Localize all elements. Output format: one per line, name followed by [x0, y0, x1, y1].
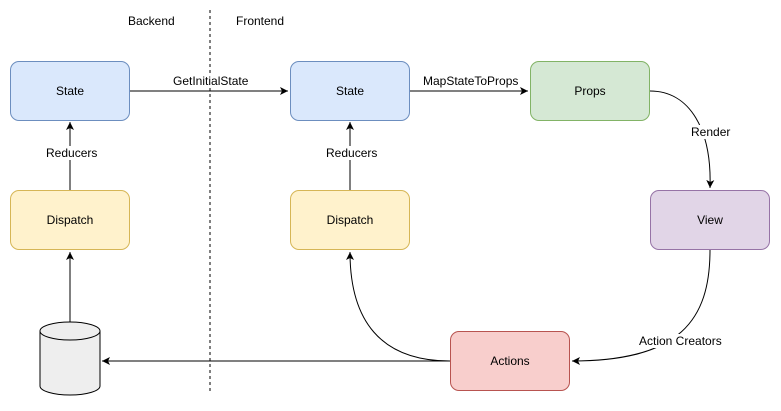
backend-state-node[interactable]: State	[10, 61, 130, 121]
edge-label-backend-reducers: Reducers	[44, 146, 100, 160]
view-node[interactable]: View	[650, 190, 770, 250]
actions-node[interactable]: Actions	[450, 331, 570, 391]
section-header-frontend: Frontend	[236, 14, 285, 28]
edge-label-render: Render	[689, 125, 733, 139]
edge-actions-to-dispatch	[346, 251, 451, 362]
edge-label-action-creators: Action Creators	[637, 334, 724, 348]
frontend-dispatch-node[interactable]: Dispatch	[290, 190, 410, 250]
edge-action-creators	[571, 249, 711, 365]
edge-label-frontend-reducers: Reducers	[324, 146, 380, 160]
edge-render	[649, 90, 715, 189]
section-header-backend: Backend	[128, 14, 175, 28]
frontend-state-node[interactable]: State	[290, 61, 410, 121]
edge-label-get-initial-state: GetInitialState	[171, 74, 251, 88]
props-node[interactable]: Props	[530, 61, 650, 121]
database-icon	[39, 321, 101, 396]
edge-label-map-state-to-props: MapStateToProps	[421, 74, 521, 88]
backend-dispatch-node[interactable]: Dispatch	[10, 190, 130, 250]
